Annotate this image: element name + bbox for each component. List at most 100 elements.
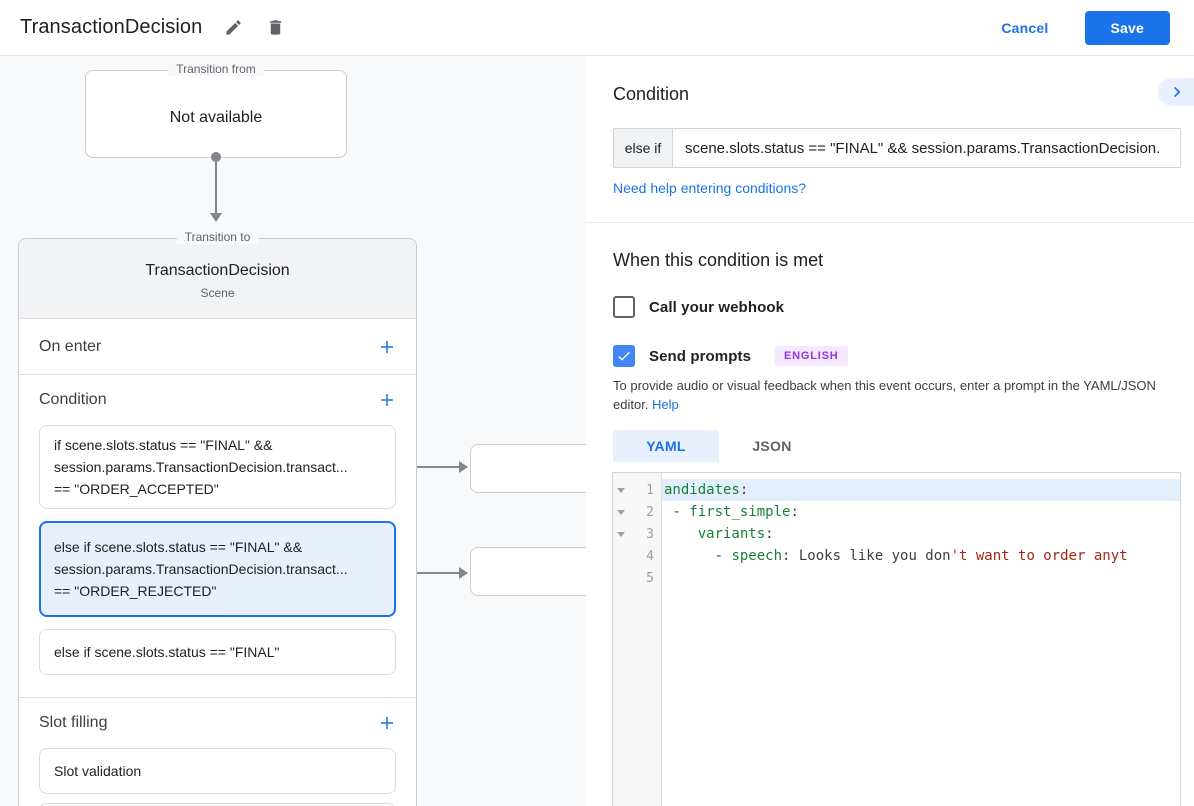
delete-scene-button[interactable] (258, 11, 292, 45)
condition-text: if scene.slots.status == "FINAL" && (54, 437, 273, 453)
fold-toggle-icon[interactable] (617, 487, 625, 493)
condition-detail-panel: Condition else if Need help entering con… (586, 56, 1194, 806)
yaml-punct: - (664, 548, 732, 564)
send-prompts-checkbox[interactable] (613, 345, 635, 367)
code-line: variants: (662, 523, 1180, 545)
yaml-punct: - (664, 504, 690, 520)
slot-card-label: Slot validation (54, 763, 142, 779)
cancel-button[interactable]: Cancel (991, 12, 1058, 44)
pencil-icon (226, 20, 241, 35)
slot-filling-section: Slot filling Slot validation (19, 698, 416, 806)
yaml-punct: : (782, 548, 799, 564)
when-met-title: When this condition is met (613, 250, 824, 270)
chevron-right-icon (1174, 87, 1181, 97)
collapse-panel-button[interactable] (1158, 78, 1194, 106)
slot-validation-card[interactable]: Slot validation (39, 748, 396, 794)
on-enter-label: On enter (39, 337, 102, 355)
panel-title: Condition (613, 84, 690, 104)
connector-dot (211, 152, 221, 162)
scene-name: TransactionDecision (145, 262, 290, 279)
condition-section: Condition if scene.slots.status == "FINA… (19, 375, 416, 698)
transition-target-box[interactable] (470, 444, 586, 493)
conditions-help-link[interactable]: Need help entering conditions? (613, 180, 807, 196)
connector-line (215, 160, 217, 213)
checkmark-icon (618, 351, 630, 361)
arrow-right-icon (459, 461, 468, 473)
add-condition-button[interactable] (372, 385, 402, 415)
yaml-text: Looks like you don (798, 548, 951, 564)
code-line: - first_simple: (662, 501, 1180, 523)
slot-filling-label: Slot filling (39, 714, 108, 731)
condition-section-label: Condition (39, 391, 107, 408)
transition-from-box: Transition from Not available (85, 62, 347, 158)
transition-target-box[interactable] (470, 547, 586, 596)
plus-icon (381, 340, 393, 353)
scene-flow-canvas: Transition from Not available Transition… (0, 56, 586, 806)
edit-title-button[interactable] (216, 11, 250, 45)
condition-card-accepted[interactable]: if scene.slots.status == "FINAL" && sess… (39, 425, 396, 509)
language-badge: ENGLISH (775, 346, 848, 366)
arrow-right-icon (459, 567, 468, 579)
line-number: 3 (646, 526, 654, 542)
transition-from-value: Not available (169, 109, 263, 126)
send-prompts-label: Send prompts (649, 347, 752, 365)
connector-line (400, 572, 460, 574)
condition-text: session.params.TransactionDecision.trans… (54, 561, 348, 577)
condition-text: else if scene.slots.status == "FINAL" (54, 644, 280, 660)
line-number: 1 (646, 482, 654, 498)
help-link[interactable]: Help (652, 397, 679, 412)
yaml-key: andidates (664, 482, 740, 498)
transition-to-label: Transition to (176, 230, 259, 244)
code-line (662, 567, 1180, 589)
line-number: 5 (646, 570, 654, 586)
tab-yaml[interactable]: YAML (613, 430, 719, 462)
line-number: 2 (646, 504, 654, 520)
yaml-key: speech (731, 548, 783, 564)
page-title: TransactionDecision (20, 16, 203, 38)
scene-card: Transition to TransactionDecision Scene … (18, 230, 417, 806)
call-webhook-checkbox[interactable] (613, 296, 635, 318)
yaml-punct: : (739, 482, 749, 498)
webhook-row: Call your webhook (613, 296, 784, 318)
yaml-key: first_simple (689, 504, 791, 520)
code-area[interactable]: andidates: - first_simple: variants: - s… (662, 473, 1180, 806)
condition-input-group: else if (613, 128, 1181, 168)
condition-card-rejected-selected[interactable]: else if scene.slots.status == "FINAL" &&… (39, 521, 396, 617)
fold-toggle-icon[interactable] (617, 531, 625, 537)
divider (586, 222, 1194, 223)
condition-card-final[interactable]: else if scene.slots.status == "FINAL" (39, 629, 396, 675)
fold-toggle-icon[interactable] (617, 509, 625, 515)
yaml-punct (664, 526, 698, 542)
send-prompts-row: Send prompts ENGLISH (613, 345, 848, 367)
condition-expression-input[interactable] (673, 129, 1180, 167)
hint-text: To provide audio or visual feedback when… (613, 378, 1156, 412)
editor-tabs: YAML JSON (613, 430, 825, 462)
condition-text: == "ORDER_ACCEPTED" (54, 481, 219, 497)
save-button[interactable]: Save (1084, 10, 1170, 45)
yaml-key: variants (697, 526, 766, 542)
plus-icon (381, 717, 393, 729)
condition-text: session.params.TransactionDecision.trans… (54, 459, 348, 475)
yaml-punct: : (790, 504, 799, 520)
prompt-hint-text: To provide audio or visual feedback when… (613, 376, 1169, 414)
plus-icon (381, 394, 393, 406)
top-bar: TransactionDecision Cancel Save (0, 0, 1194, 56)
line-number: 4 (646, 548, 654, 564)
scene-type: Scene (200, 286, 235, 300)
yaml-punct: : (765, 526, 774, 542)
arrow-down-icon (210, 213, 222, 222)
trash-icon (269, 20, 281, 35)
code-line-selected: andidates: (662, 479, 1180, 501)
condition-text: else if scene.slots.status == "FINAL" && (54, 539, 303, 555)
yaml-editor: 1 2 3 4 5 andidates: - first_simple: (612, 472, 1181, 806)
condition-text: == "ORDER_REJECTED" (54, 583, 217, 599)
connector-line (400, 466, 460, 468)
call-webhook-label: Call your webhook (649, 298, 785, 316)
tab-json[interactable]: JSON (719, 430, 825, 462)
code-line: - speech: Looks like you don't want to o… (662, 545, 1180, 567)
yaml-string: 't want to order anyt (950, 548, 1128, 564)
editor-gutter: 1 2 3 4 5 (613, 473, 662, 806)
add-on-enter-button[interactable] (372, 332, 402, 362)
scene-card-header: TransactionDecision Scene (19, 239, 416, 319)
add-slot-button[interactable] (372, 708, 402, 738)
